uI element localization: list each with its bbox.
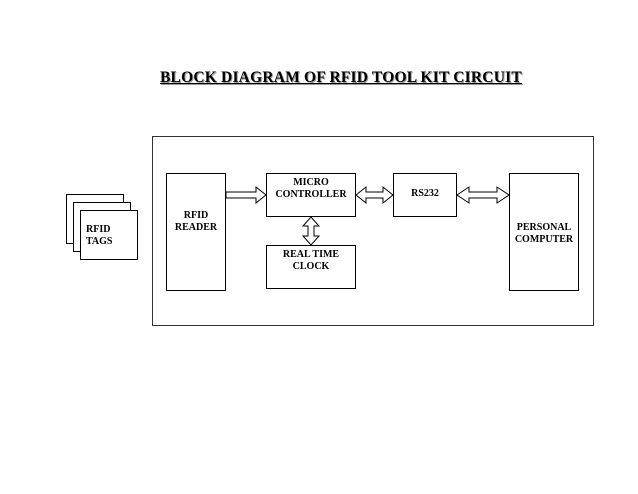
rfid-reader-line-2: READER [174,222,218,233]
micro-controller-line-1: MICRO [293,177,329,188]
rfid-tags-line-2: TAGS [86,236,113,247]
rfid-tags-label: RFID TAGS [86,224,126,248]
rs232-computer-double-arrow [456,186,510,204]
personal-computer-line-1: PERSONAL [516,222,572,233]
rfid-reader-block [166,173,226,291]
controller-rs232-double-arrow [355,185,394,205]
micro-controller-block [266,173,356,217]
diagram-title: BLOCK DIAGRAM OF RFID TOOL KIT CIRCUIT [160,69,522,86]
micro-controller-line-2: CONTROLLER [275,189,347,200]
rfid-tags-line-1: RFID [86,224,111,235]
rs232-line-1: RS232 [411,188,439,199]
circuit-frame [152,136,594,326]
rfid-reader-line-1: RFID [183,210,209,221]
rs232-label: RS232 [393,188,457,200]
rfid-reader-label: RFID READER [166,210,226,234]
controller-clock-double-arrow [301,216,321,246]
rfid-tags-block [80,210,138,260]
real-time-clock-line-2: CLOCK [292,261,330,272]
personal-computer-block [509,173,579,291]
real-time-clock-label: REAL TIME CLOCK [266,249,356,273]
personal-computer-line-2: COMPUTER [514,234,574,245]
real-time-clock-block [266,245,356,289]
reader-to-controller-arrow [225,185,267,205]
micro-controller-label: MICRO CONTROLLER [266,177,356,201]
real-time-clock-line-1: REAL TIME [282,249,340,260]
personal-computer-label: PERSONAL COMPUTER [509,222,579,246]
